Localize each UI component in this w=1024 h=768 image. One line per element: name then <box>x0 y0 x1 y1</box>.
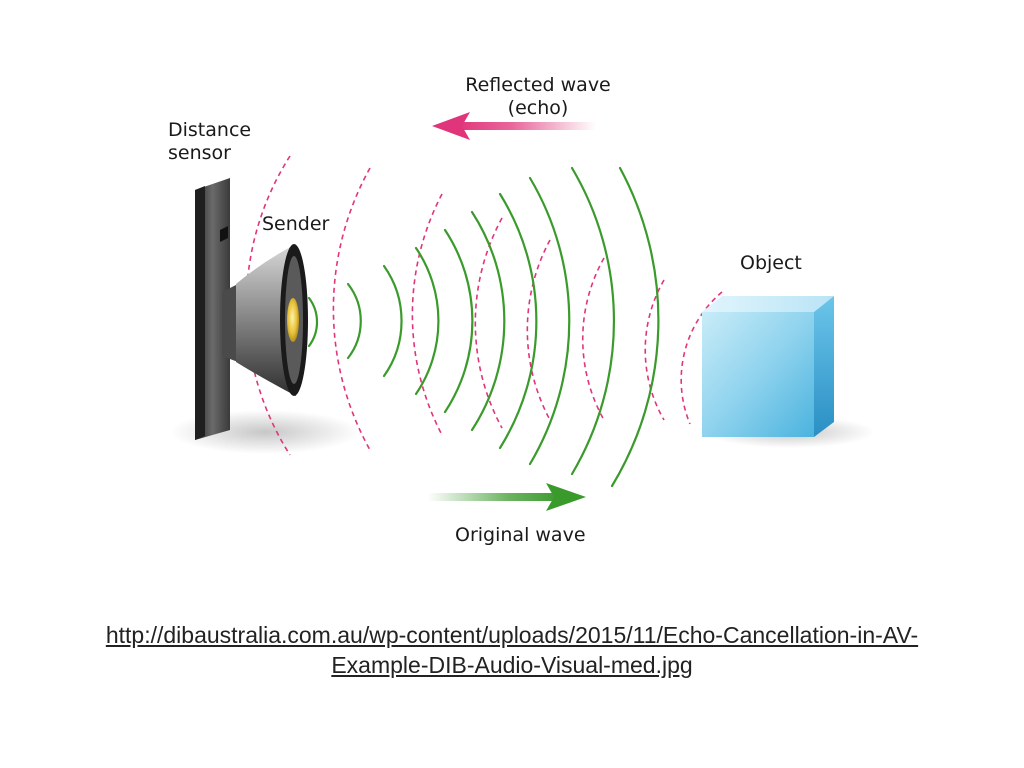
reflected-wave-arc <box>526 239 551 421</box>
original-wave-label: Original wave <box>455 524 586 546</box>
object-cube <box>702 296 834 437</box>
original-wave-arc <box>414 246 440 396</box>
distance-sensor-label-line1: Distance <box>168 119 252 141</box>
original-wave-arc <box>307 296 319 348</box>
original-waves <box>307 166 660 488</box>
reflected-wave-arrow <box>432 112 596 140</box>
reflected-wave-label-line1: Reflected wave <box>465 74 611 96</box>
reflected-wave-arc <box>644 279 665 421</box>
reflected-wave-label: Reflected wave (echo) <box>448 74 628 120</box>
sender-speaker <box>222 244 308 396</box>
sender-label: Sender <box>262 213 330 235</box>
original-wave-arc <box>346 282 362 360</box>
reflected-wave-arc <box>411 193 443 436</box>
distance-sensor <box>195 178 230 440</box>
reflected-wave-label-line2: (echo) <box>507 97 569 119</box>
distance-sensor-label: Distance sensor <box>168 119 251 165</box>
original-wave-arc <box>498 192 538 450</box>
distance-sensor-label-line2: sensor <box>168 142 231 164</box>
reflected-wave-arc <box>332 167 371 451</box>
original-wave-arc <box>528 176 571 466</box>
reflected-wave-arc <box>680 291 723 425</box>
object-label: Object <box>740 252 802 274</box>
original-wave-arc <box>470 210 506 432</box>
original-wave-arc <box>443 228 474 414</box>
reflected-wave-arc <box>581 257 605 421</box>
source-url-link-line1[interactable]: http://dibaustralia.com.au/wp-content/up… <box>105 622 919 648</box>
original-wave-arc <box>610 166 660 488</box>
original-wave-arc <box>382 264 403 378</box>
original-wave-arrow <box>428 483 586 511</box>
source-url-link-line2[interactable]: Example-DIB-Audio-Visual-med.jpg <box>331 652 693 678</box>
original-wave-arc <box>570 166 615 476</box>
reflected-wave-arc <box>474 217 503 429</box>
